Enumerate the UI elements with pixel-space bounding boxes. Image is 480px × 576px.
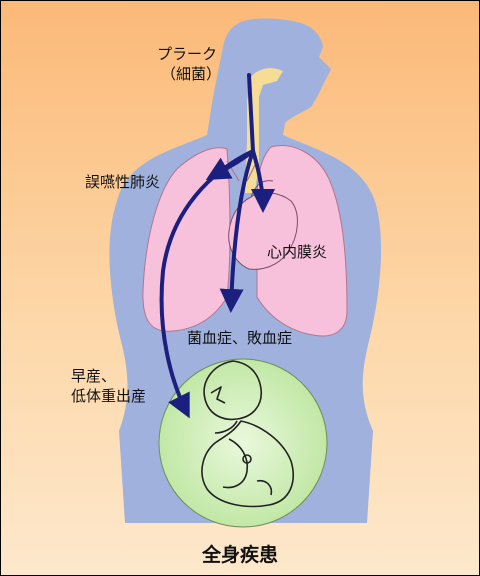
plaque-label: プラーク xyxy=(157,45,218,63)
diagram-title: 全身疾患 xyxy=(201,544,278,566)
arrow-trunk xyxy=(247,73,255,153)
premature-birth-label: 早産、 xyxy=(71,367,117,385)
arrow-to-blood xyxy=(219,149,255,313)
left-lung xyxy=(142,147,231,332)
fetus-outline xyxy=(201,360,294,508)
heart xyxy=(228,192,298,270)
aspiration-pneumonia-label: 誤嚥性肺炎 xyxy=(85,173,161,191)
arrow-to-uterus xyxy=(159,149,255,419)
infection-arrows xyxy=(159,73,275,419)
arrow-to-heart xyxy=(250,149,275,213)
bacteremia-sepsis-label: 菌血症、敗血症 xyxy=(187,329,293,347)
uterus xyxy=(158,358,328,528)
bacteria-label: （細菌） xyxy=(161,65,222,83)
endocarditis-label: 心内膜炎 xyxy=(267,243,328,261)
low-birth-weight-label: 低体重出産 xyxy=(71,387,147,405)
